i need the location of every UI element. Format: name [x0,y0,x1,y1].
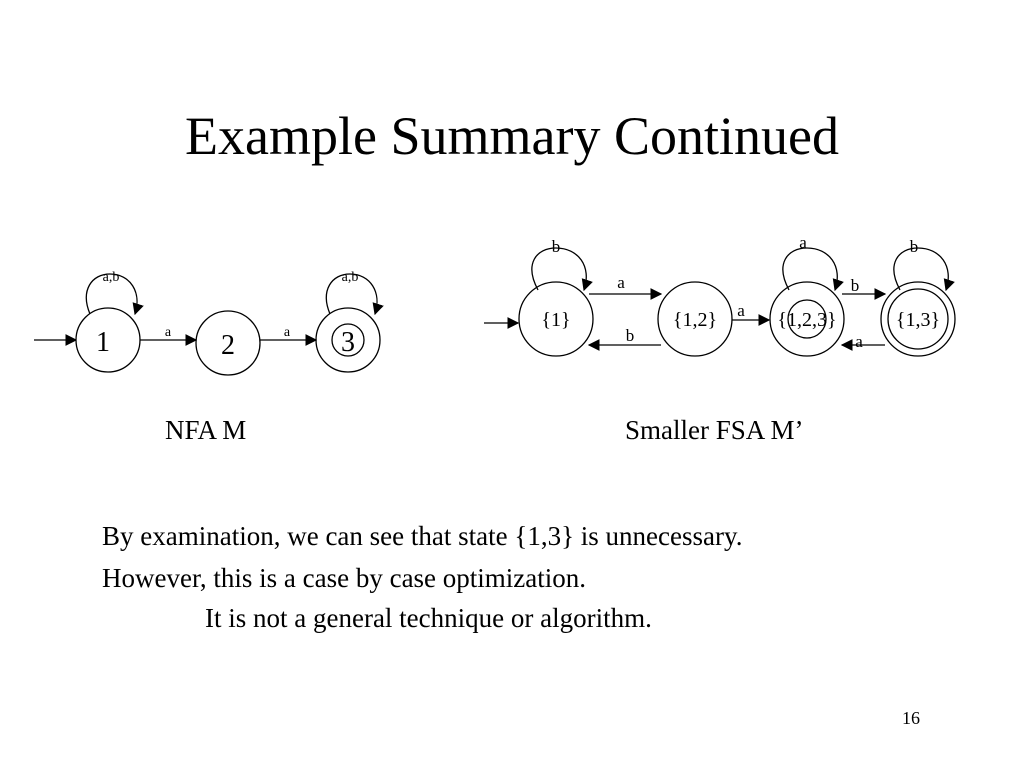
fsa-caption: Smaller FSA M’ [625,415,804,445]
fsa-edge-123-13-label: b [851,276,860,295]
fsa-edge-1-12-label: a [617,273,625,292]
body-line-2: However, this is a case by case optimiza… [102,563,587,593]
nfa-loop-3-label: a,b [342,270,359,285]
fsa-loop-123-label: a [799,233,807,252]
nfa-loop-3 [325,273,384,316]
fsa-state-1-label: {1} [541,309,570,331]
body-line-1: By examination, we can see that state {1… [102,521,743,551]
fsa-state-12 [657,281,733,357]
nfa-state-3-label: 3 [341,327,355,358]
fsa-state-1 [518,281,594,357]
fsa-loop-123 [782,247,844,292]
fsa-state-12-label: {1,2} [673,309,717,331]
fsa-loop-13 [893,247,955,292]
fsa-state-13 [880,281,956,357]
fsa-edge-13-123-label: a [855,332,863,351]
fsa-diagram [484,247,956,357]
fsa-loop-13-label: b [910,237,919,256]
nfa-labels: 1 2 3 a,b a a a,b [96,270,358,361]
fsa-state-13-accept-ring [887,288,949,350]
nfa-loop-1 [85,273,144,316]
fsa-loop-1-label: b [552,237,561,256]
nfa-edge-2-3-label: a [284,325,291,340]
fsa-state-123-label: {1,2,3} [777,309,836,331]
nfa-state-3-accept-ring [331,323,365,357]
slide-title: Example Summary Continued [185,106,839,166]
nfa-state-1-label: 1 [96,327,110,358]
page-number: 16 [902,708,920,728]
nfa-state-2-label: 2 [221,330,235,361]
body-line-3: It is not a general technique or algorit… [205,603,652,633]
fsa-edge-12-123-label: a [737,301,745,320]
nfa-caption: NFA M [165,415,247,445]
fsa-loop-1 [531,247,593,292]
fsa-labels: {1} {1,2} {1,2,3} {1,3} b a b a a b a b [541,233,940,351]
fsa-state-123-accept-ring [787,299,827,339]
nfa-edge-1-2-label: a [165,325,172,340]
nfa-diagram [34,273,384,376]
fsa-state-13-label: {1,3} [896,309,940,331]
nfa-loop-1-label: a,b [103,270,120,285]
fsa-edge-12-1-label: b [626,326,635,345]
